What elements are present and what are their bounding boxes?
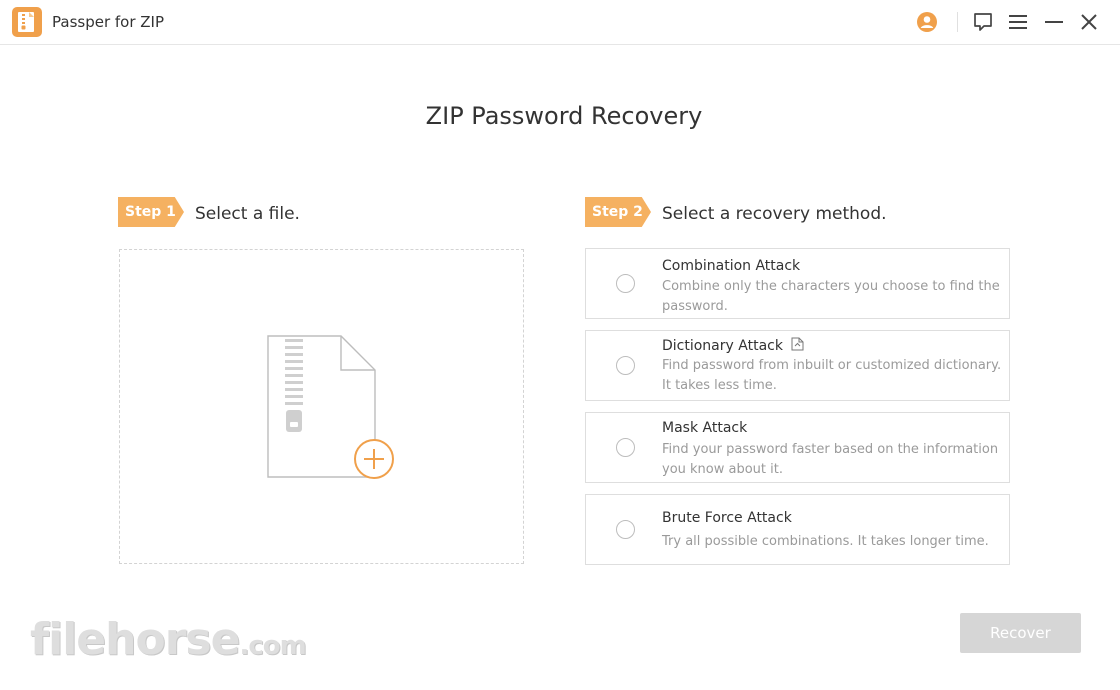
add-circle-icon	[354, 439, 394, 479]
method-description: Combine only the characters you choose t…	[662, 279, 1000, 314]
zip-file-icon	[267, 335, 394, 479]
titlebar-divider	[957, 12, 958, 32]
dictionary-radio[interactable]	[616, 356, 635, 375]
title-bar: Passper for ZIP	[0, 0, 1120, 45]
watermark-suffix: .com	[239, 631, 306, 661]
method-brute-force-attack[interactable]: Brute Force Attack Try all possible comb…	[585, 494, 1010, 565]
app-logo-icon	[12, 7, 42, 37]
app-title: Passper for ZIP	[52, 13, 165, 31]
feedback-icon	[974, 13, 992, 31]
account-button[interactable]	[914, 10, 940, 34]
method-title: Mask Attack	[662, 420, 748, 436]
step2-text: Select a recovery method.	[662, 204, 887, 224]
method-title: Dictionary Attack	[662, 338, 783, 354]
brute-force-radio[interactable]	[616, 520, 635, 539]
combination-radio[interactable]	[616, 274, 635, 293]
minimize-icon	[1045, 21, 1063, 23]
recover-button[interactable]: Recover	[960, 613, 1081, 653]
method-description: Find password from inbuilt or customized…	[662, 358, 1002, 393]
step2-badge: Step 2	[585, 197, 651, 227]
document-icon[interactable]	[791, 337, 804, 351]
method-combination-attack[interactable]: Combination Attack Combine only the char…	[585, 248, 1010, 319]
watermark-main: filehorse	[30, 614, 240, 665]
method-title: Brute Force Attack	[662, 510, 792, 526]
menu-button[interactable]	[1005, 10, 1031, 34]
method-description: Try all possible combinations. It takes …	[662, 534, 989, 549]
filehorse-watermark: filehorse.com	[30, 614, 307, 665]
method-title: Combination Attack	[662, 258, 801, 274]
minimize-button[interactable]	[1041, 10, 1067, 34]
close-icon	[1081, 14, 1097, 30]
mask-radio[interactable]	[616, 438, 635, 457]
menu-icon	[1009, 15, 1027, 29]
page-title: ZIP Password Recovery	[425, 102, 703, 130]
account-icon	[917, 12, 937, 32]
method-title-row: Dictionary Attack	[662, 337, 804, 354]
file-drop-zone[interactable]	[119, 249, 524, 564]
step1-text: Select a file.	[195, 204, 300, 224]
feedback-button[interactable]	[970, 10, 996, 34]
method-mask-attack[interactable]: Mask Attack Find your password faster ba…	[585, 412, 1010, 483]
close-button[interactable]	[1076, 10, 1102, 34]
step1-badge: Step 1	[118, 197, 184, 227]
method-dictionary-attack[interactable]: Dictionary Attack Find password from inb…	[585, 330, 1010, 401]
method-description: Find your password faster based on the i…	[662, 442, 999, 477]
